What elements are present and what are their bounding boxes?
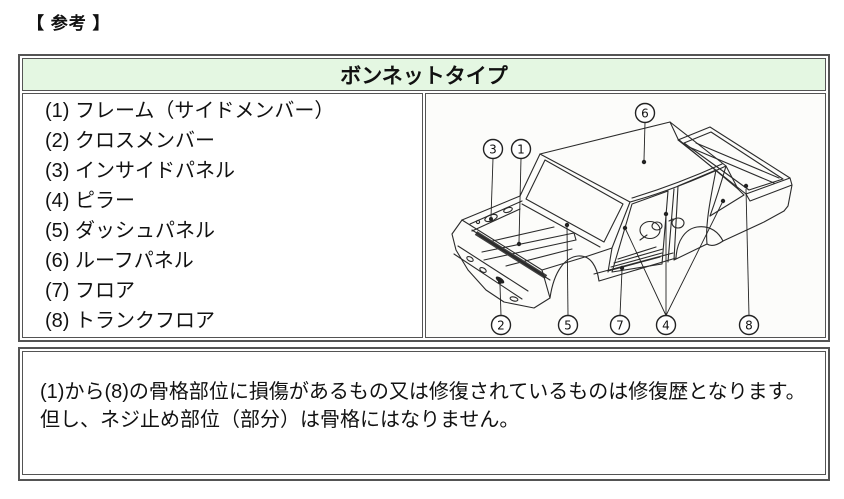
leader-lines bbox=[489, 122, 750, 316]
svg-text:2: 2 bbox=[497, 319, 505, 333]
svg-text:4: 4 bbox=[662, 319, 670, 333]
callout-2: 2 bbox=[490, 314, 512, 336]
list-item: (7) フロア bbox=[45, 280, 135, 302]
callout-4: 4 bbox=[655, 314, 677, 336]
list-item: (4) ピラー bbox=[45, 190, 135, 212]
callout-8: 8 bbox=[738, 314, 760, 336]
list-item: (5) ダッシュパネル bbox=[45, 220, 215, 242]
list-item: (6) ルーフパネル bbox=[45, 250, 194, 272]
page-title: 【 参考 】 bbox=[27, 14, 111, 33]
car-body-diagram: 3 1 6 2 bbox=[451, 102, 793, 336]
callout-3: 3 bbox=[482, 138, 504, 160]
svg-text:8: 8 bbox=[745, 319, 753, 333]
list-item: (3) インサイドパネル bbox=[45, 160, 235, 182]
table-header-bonnet-type: ボンネットタイプ bbox=[22, 58, 826, 91]
svg-text:6: 6 bbox=[641, 107, 649, 121]
callout-1: 1 bbox=[510, 138, 532, 160]
note-text: (1)から(8)の骨格部位に損傷があるもの又は修復されているものは修復歴となりま… bbox=[22, 351, 826, 475]
parts-table: ボンネットタイプ (1) フレーム（サイドメンバー） (2) クロスメンバー (3)… bbox=[18, 54, 830, 342]
svg-text:1: 1 bbox=[517, 143, 525, 157]
callout-5: 5 bbox=[557, 314, 579, 336]
list-item: (8) トランクフロア bbox=[45, 310, 215, 332]
diagram-cell: 3 1 6 2 bbox=[425, 93, 826, 338]
parts-list: (1) フレーム（サイドメンバー） (2) クロスメンバー (3) インサイドパネル… bbox=[22, 93, 423, 338]
callout-6: 6 bbox=[634, 102, 656, 124]
list-item: (2) クロスメンバー bbox=[45, 130, 215, 152]
list-item: (1) フレーム（サイドメンバー） bbox=[45, 100, 335, 122]
callout-7: 7 bbox=[609, 314, 631, 336]
note-box: (1)から(8)の骨格部位に損傷があるもの又は修復されているものは修復歴となりま… bbox=[18, 347, 830, 481]
car-line-art bbox=[451, 121, 793, 309]
svg-text:5: 5 bbox=[564, 319, 572, 333]
svg-text:3: 3 bbox=[489, 143, 497, 157]
svg-text:7: 7 bbox=[616, 319, 624, 333]
